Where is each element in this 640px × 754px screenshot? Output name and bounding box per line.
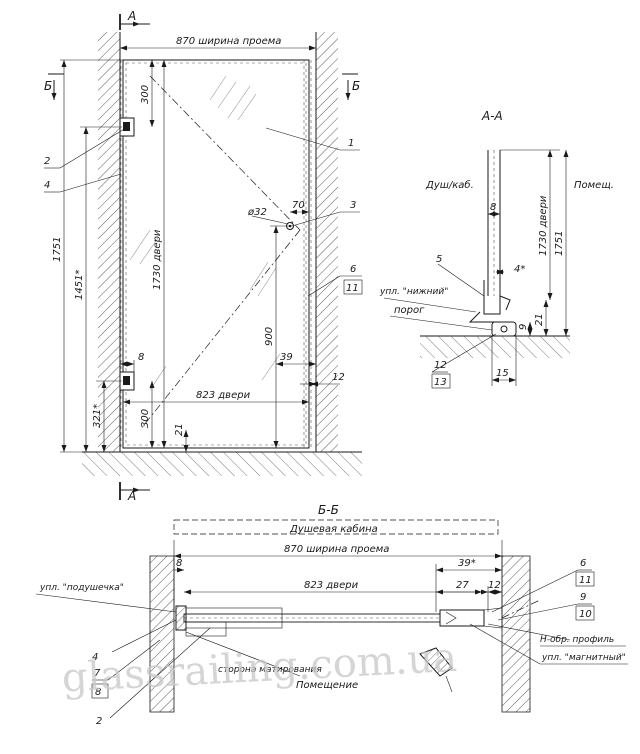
dim-hinge-span: 1451*	[74, 270, 85, 300]
bb-callout-11: 11	[579, 575, 592, 586]
watermark: glassrailing.com.ua	[61, 635, 458, 702]
shower-side-label: Душ/каб.	[425, 179, 474, 191]
left-wall	[98, 32, 120, 452]
bb-callout-8: 8	[95, 687, 101, 698]
bb-dim-12: 12	[488, 580, 501, 591]
dim-total-height: 1751	[52, 237, 63, 262]
dim-door-width: 823 двери	[196, 390, 251, 401]
aa-callout-5: 5	[436, 254, 442, 265]
bb-dim-27: 27	[456, 580, 469, 591]
aa-threshold-label: порог	[394, 305, 425, 316]
aa-dim-4: 4*	[514, 264, 525, 275]
aa-callout-13: 13	[434, 377, 447, 388]
right-wall	[316, 32, 338, 452]
bb-callout-4: 4	[92, 652, 98, 663]
bb-h-profile: Н-обр. профиль	[540, 635, 614, 645]
dim-21: 21	[174, 423, 185, 436]
bb-room-label: Помещение	[296, 680, 358, 691]
bb-profile-detail	[419, 647, 453, 677]
bb-magnet-seal: упл. "магнитный"	[541, 653, 626, 663]
dim-8: 8	[138, 352, 144, 363]
dim-opening-width: 870 ширина проема	[176, 36, 281, 47]
dim-lower-hinge: 321*	[92, 404, 103, 428]
bb-callout-2: 2	[96, 716, 102, 727]
aa-dim-1751: 1751	[554, 231, 565, 256]
bb-dim-39: 39*	[458, 558, 476, 569]
aa-dim-1730: 1730 двери	[538, 195, 549, 256]
bb-right-wall	[501, 555, 531, 713]
bb-callout-10: 10	[579, 609, 592, 620]
bb-pad-seal: упл. "подушечка"	[39, 583, 124, 593]
section-a-bottom: А	[127, 489, 136, 503]
dim-handle-offset: 70	[292, 200, 305, 211]
bb-left-wall	[149, 555, 175, 713]
dim-top-offset: 300	[140, 85, 151, 104]
callout-4: 4	[44, 180, 50, 191]
bb-matte-side: сторона матирования	[218, 665, 322, 675]
aa-dim-21: 21	[534, 313, 545, 326]
section-bb: Б-Б Душевая кабина 870 ширина проема 8 3…	[35, 503, 628, 727]
aa-dim-9: 9	[518, 324, 529, 330]
callout-2: 2	[44, 156, 50, 167]
bb-dim-opening: 870 ширина проема	[284, 544, 389, 555]
room-side-label: Помещ.	[574, 180, 614, 191]
section-bb-title: Б-Б	[318, 503, 339, 517]
floor	[82, 452, 362, 476]
aa-dim-8: 8	[490, 202, 496, 213]
section-b-right: Б	[352, 79, 360, 93]
dim-hole: ø32	[247, 207, 267, 218]
dim-bottom-offset: 300	[140, 409, 151, 428]
bb-dim-8: 8	[176, 558, 182, 569]
callout-1: 1	[348, 138, 354, 149]
bb-dim-823: 823 двери	[304, 580, 359, 591]
bb-callout-9: 9	[580, 592, 586, 603]
section-a-top: А	[127, 9, 136, 23]
aa-seal-label: упл. "нижний"	[379, 287, 448, 297]
callout-6: 6	[350, 264, 356, 275]
section-b-left: Б	[44, 79, 52, 93]
callout-3: 3	[350, 200, 356, 211]
aa-dim-15: 15	[496, 368, 509, 379]
dim-handle-height: 900	[264, 327, 275, 346]
front-view: А А Б Б 870 ширина проема 1751 1451* 321…	[44, 9, 363, 503]
bb-callout-6: 6	[580, 558, 586, 569]
section-aa: А-А Душ/каб. Помещ. 8 1730 двери 1751 4*…	[379, 109, 614, 389]
dim-door-height: 1730 двери	[152, 229, 163, 290]
dim-39: 39	[280, 352, 293, 363]
dim-12: 12	[332, 372, 345, 383]
cabin-label: Душевая кабина	[289, 523, 378, 535]
door-panel	[122, 59, 310, 449]
section-aa-title: А-А	[481, 109, 503, 123]
aa-callout-12: 12	[434, 360, 447, 371]
callout-11: 11	[346, 283, 359, 294]
bb-callout-7: 7	[94, 668, 101, 679]
